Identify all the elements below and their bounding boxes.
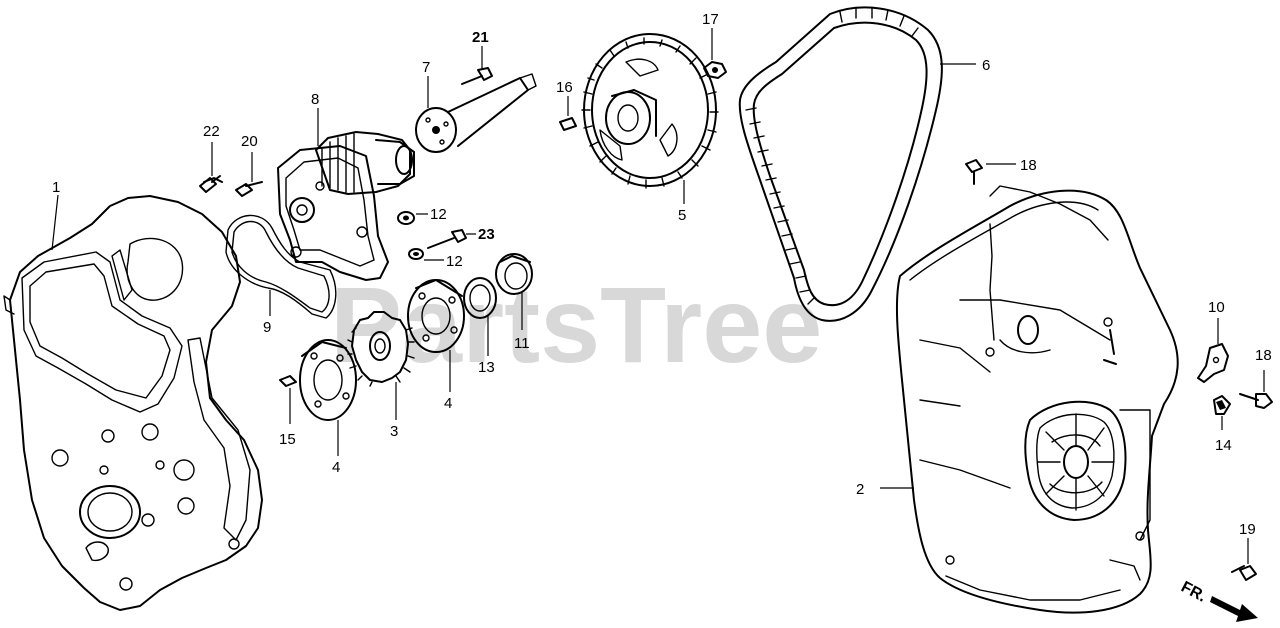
watermark: PartsTree	[330, 264, 822, 385]
bolt-part-20[interactable]	[235, 181, 263, 197]
callout-23: 23	[478, 226, 495, 243]
bolt-part-23[interactable]	[427, 229, 467, 249]
key-part-16[interactable]	[559, 117, 577, 131]
washer-part-12b[interactable]	[408, 248, 424, 260]
callout-18a: 18	[1020, 157, 1037, 174]
key-part-15[interactable]	[279, 375, 297, 387]
callout-1: 1	[52, 179, 60, 196]
callout-16: 16	[556, 79, 573, 96]
callout-17: 17	[702, 11, 719, 28]
callout-20: 20	[241, 133, 258, 150]
washer-part-12a[interactable]	[397, 211, 415, 225]
bolt-part-18b[interactable]	[1239, 393, 1273, 409]
callout-5: 5	[678, 207, 686, 224]
gasket-part-9[interactable]	[225, 214, 337, 319]
callout-12b: 12	[446, 253, 463, 270]
callout-3: 3	[390, 423, 398, 440]
shaft-part-7[interactable]	[415, 73, 537, 153]
seal-part-13[interactable]	[463, 277, 497, 319]
front-direction-marker: FR.	[1178, 579, 1258, 622]
flange-part-4b[interactable]	[299, 339, 357, 421]
callout-22: 22	[203, 123, 220, 140]
callout-11: 11	[514, 335, 530, 352]
drive-gear-part-3[interactable]	[347, 311, 415, 387]
bolt-part-22[interactable]	[199, 175, 223, 193]
callout-2: 2	[856, 481, 864, 498]
bracket-part-10[interactable]	[1197, 343, 1229, 383]
callout-12a: 12	[430, 206, 447, 223]
callout-4a: 4	[444, 395, 452, 412]
oil-seal-part-11[interactable]	[495, 253, 533, 295]
callout-4b: 4	[332, 459, 340, 476]
flange-part-4a[interactable]	[407, 279, 465, 353]
callout-8: 8	[311, 91, 319, 108]
callout-6: 6	[982, 57, 990, 74]
bolt-part-19[interactable]	[1231, 565, 1257, 581]
nut-part-17[interactable]	[703, 61, 727, 79]
back-plate-part[interactable]	[3, 195, 263, 611]
callout-7: 7	[422, 59, 430, 76]
front-cover-part-2[interactable]	[895, 185, 1179, 614]
timing-pulley-part-5[interactable]	[581, 33, 719, 189]
callout-14: 14	[1215, 437, 1232, 454]
callout-18b: 18	[1255, 347, 1272, 364]
callout-19: 19	[1239, 521, 1256, 538]
water-pump-part-8[interactable]	[277, 131, 415, 281]
front-direction-arrow-icon	[1210, 596, 1258, 622]
bolt-part-21[interactable]	[461, 67, 493, 85]
timing-belt-part-6[interactable]	[738, 6, 943, 322]
bolt-part-18a[interactable]	[965, 159, 983, 185]
callout-10: 10	[1208, 299, 1225, 316]
clip-part-14[interactable]	[1213, 395, 1231, 415]
callout-21: 21	[472, 29, 489, 46]
callout-13: 13	[478, 359, 495, 376]
callout-9: 9	[263, 319, 271, 336]
callout-15: 15	[279, 431, 296, 448]
front-direction-label: FR.	[1178, 579, 1209, 606]
